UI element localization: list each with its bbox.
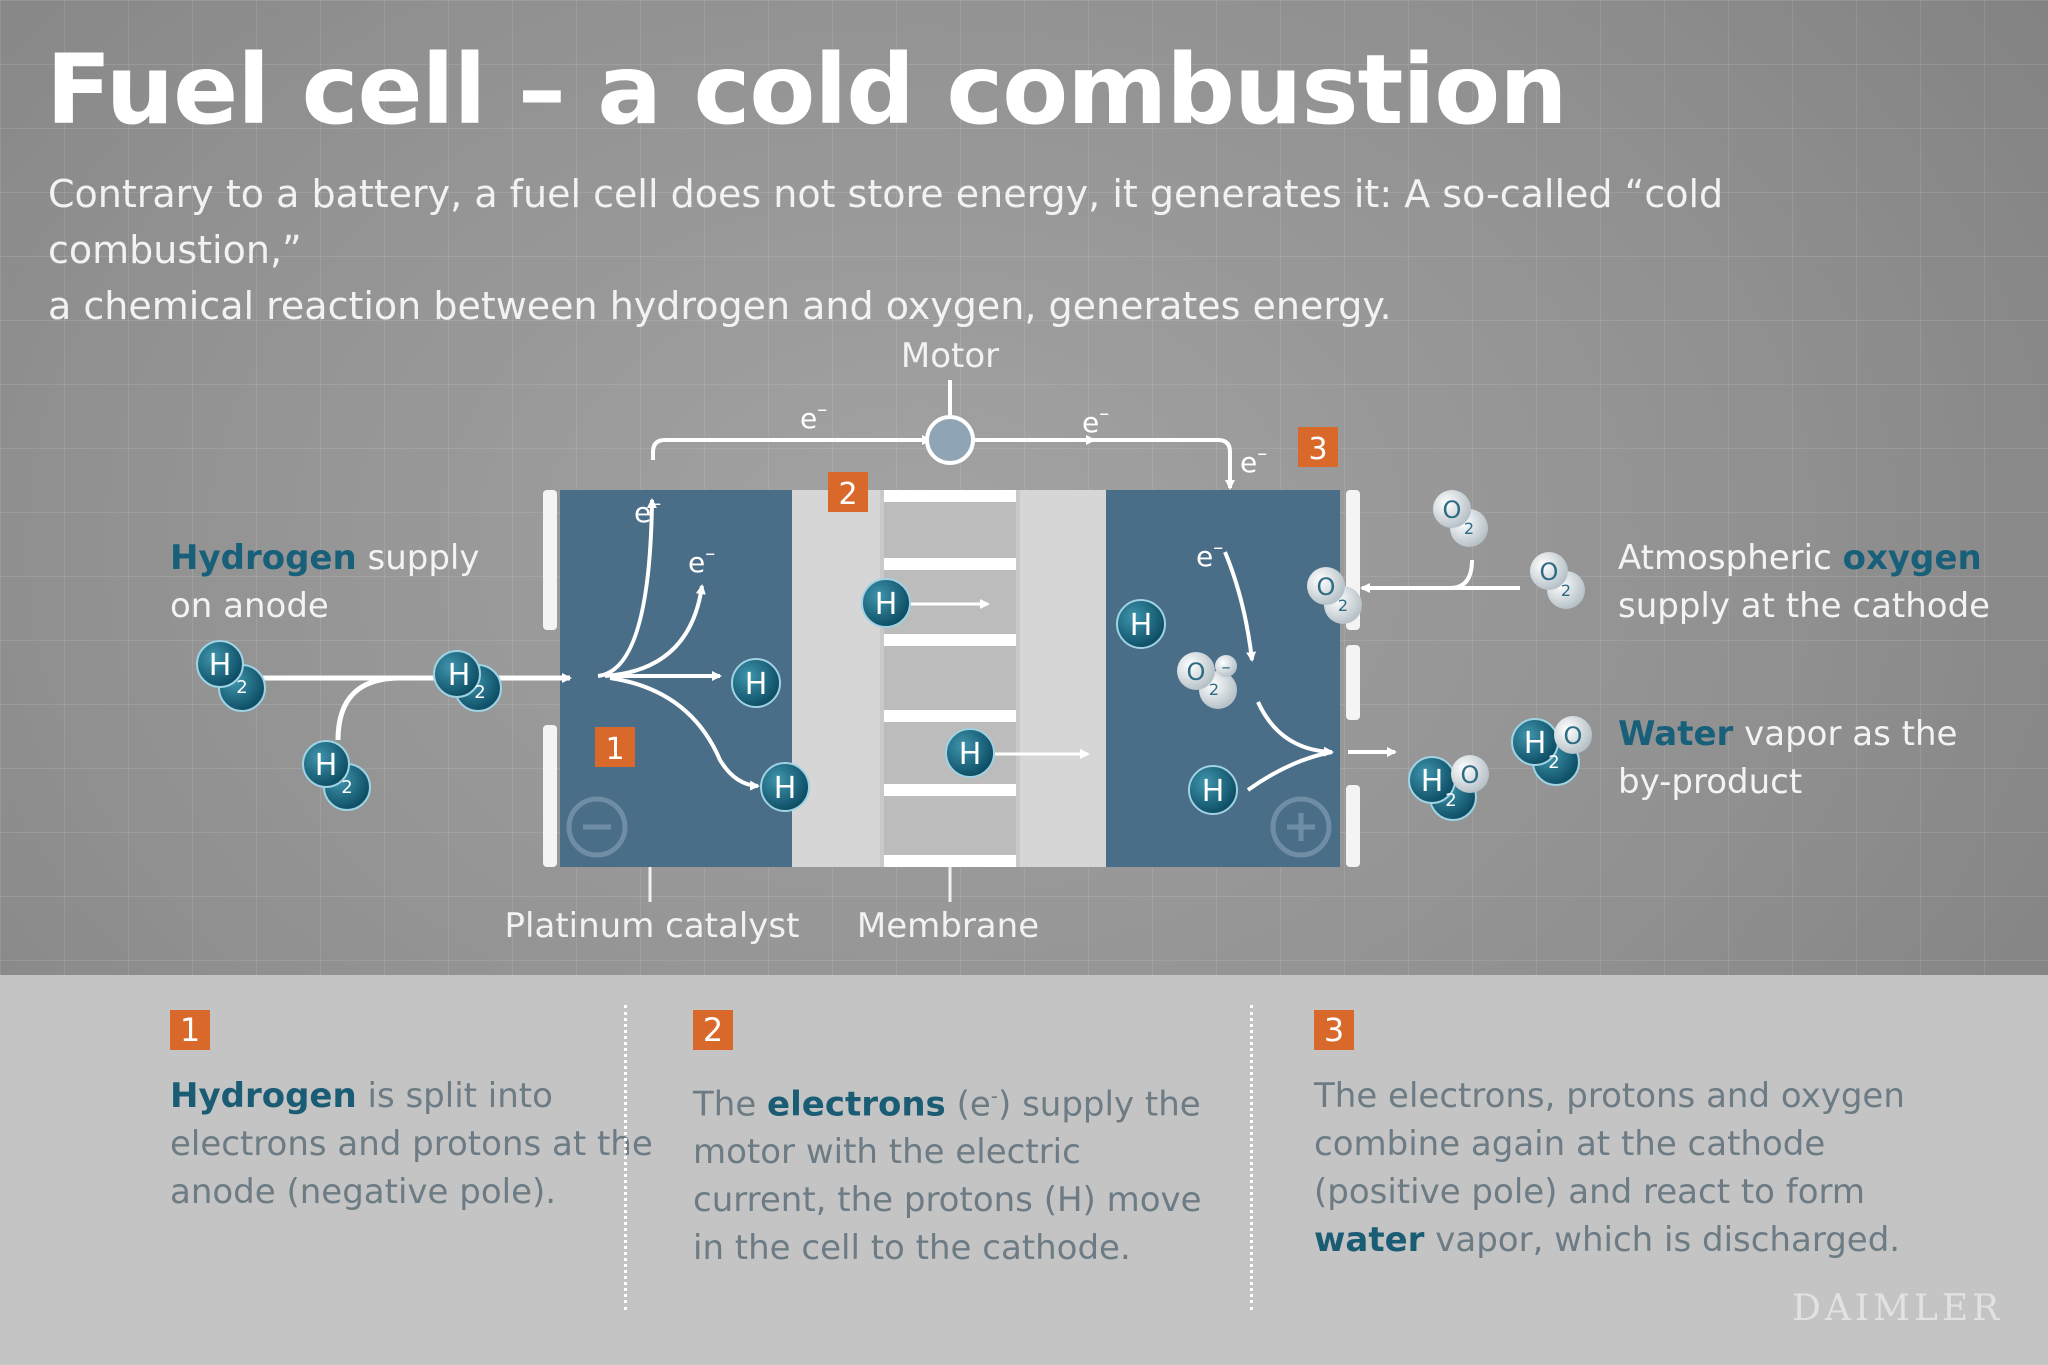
svg-text:2: 2 bbox=[474, 682, 485, 703]
proton: H bbox=[945, 728, 995, 778]
proton: H bbox=[1188, 765, 1238, 815]
svg-text:2: 2 bbox=[1548, 752, 1559, 773]
svg-text:H: H bbox=[1524, 726, 1547, 761]
svg-text:H: H bbox=[774, 771, 797, 806]
subtitle-line-2: a chemical reaction between hydrogen and… bbox=[48, 284, 1392, 328]
proton-flow-arrows bbox=[910, 599, 1090, 759]
page-title: Fuel cell – a cold combustion bbox=[46, 34, 1568, 146]
svg-text:O: O bbox=[1540, 558, 1559, 586]
membrane-rungs bbox=[880, 490, 1020, 867]
step-1-badge: 1 bbox=[170, 1010, 210, 1050]
svg-text:2: 2 bbox=[1561, 581, 1571, 600]
svg-text:–: – bbox=[1222, 657, 1231, 678]
step-marker-1: 1 bbox=[595, 727, 635, 767]
proton: H bbox=[861, 578, 911, 628]
negative-pole-icon bbox=[566, 796, 628, 858]
proton: H bbox=[1116, 599, 1166, 649]
svg-text:e–: e– bbox=[800, 397, 827, 435]
hydrogen-inlet-arrows bbox=[240, 673, 572, 741]
step-2-badge: 2 bbox=[693, 1010, 733, 1050]
step-3-text: The electrons, protons and oxygen combin… bbox=[1314, 1076, 1905, 1260]
svg-text:H: H bbox=[745, 667, 768, 702]
step-1-description: 1 Hydrogen is split into electrons and p… bbox=[170, 1010, 690, 1216]
h2o-molecule: H 2 O bbox=[1408, 755, 1489, 821]
o2-molecule: O 2 bbox=[1307, 567, 1362, 624]
svg-text:2: 2 bbox=[236, 677, 247, 698]
svg-text:3: 3 bbox=[1308, 432, 1327, 467]
positive-pole-icon bbox=[1270, 796, 1332, 858]
anode-bracket bbox=[543, 490, 557, 867]
fuel-cell-diagram: Motor e– e– e– e– e– e– 1 2 3 bbox=[196, 336, 1592, 946]
step-3-description: 3 The electrons, protons and oxygen comb… bbox=[1314, 1010, 1954, 1264]
cathode-arrows bbox=[1223, 551, 1520, 792]
step-2-description: 2 The electrons (e-) supply the motor wi… bbox=[693, 1010, 1213, 1272]
oxygen-ion: O 2 – bbox=[1177, 652, 1237, 709]
svg-text:1: 1 bbox=[605, 732, 624, 767]
proton: H bbox=[731, 658, 781, 708]
platinum-catalyst-layer-right bbox=[1020, 490, 1106, 867]
steps-panel bbox=[0, 975, 2048, 1365]
step-2-text: The electrons (e-) supply the motor with… bbox=[693, 1084, 1202, 1269]
cathode-bracket bbox=[1346, 490, 1360, 867]
svg-text:H: H bbox=[448, 658, 471, 693]
svg-text:H: H bbox=[1130, 608, 1153, 643]
platinum-catalyst-label: Platinum catalyst bbox=[505, 906, 800, 946]
svg-text:2: 2 bbox=[341, 777, 352, 798]
o2-molecule: O 2 bbox=[1433, 490, 1488, 547]
svg-text:O: O bbox=[1564, 722, 1583, 750]
platinum-catalyst-layer-left bbox=[792, 490, 880, 867]
svg-text:H: H bbox=[1202, 774, 1225, 809]
membrane-label: Membrane bbox=[857, 906, 1039, 946]
o2-molecule: O 2 bbox=[1530, 552, 1585, 609]
step-marker-2: 2 bbox=[828, 472, 868, 512]
svg-text:2: 2 bbox=[1445, 790, 1456, 811]
column-divider bbox=[1250, 1005, 1253, 1310]
label-leader-lines bbox=[648, 867, 952, 902]
subtitle: Contrary to a battery, a fuel cell does … bbox=[48, 166, 1948, 334]
daimler-logo: DAIMLER bbox=[1792, 1288, 2004, 1329]
membrane-layer bbox=[880, 490, 1020, 867]
svg-text:H: H bbox=[1421, 764, 1444, 799]
svg-text:e–: e– bbox=[1082, 401, 1109, 439]
water-vapor-label: Water vapor as the by-product bbox=[1618, 714, 1958, 802]
svg-text:e–: e– bbox=[1240, 441, 1267, 479]
h2o-molecule: H 2 O bbox=[1511, 716, 1592, 786]
svg-text:O: O bbox=[1443, 496, 1462, 524]
motor-label: Motor bbox=[901, 336, 999, 376]
motor-icon bbox=[925, 415, 975, 465]
svg-text:O: O bbox=[1187, 658, 1206, 686]
h2-molecule: H 2 bbox=[302, 740, 371, 811]
svg-text:2: 2 bbox=[1338, 596, 1348, 615]
svg-text:H: H bbox=[875, 587, 898, 622]
external-circuit bbox=[651, 380, 1235, 490]
h2-molecule: H 2 bbox=[433, 650, 502, 712]
svg-text:2: 2 bbox=[1209, 680, 1219, 699]
proton: H bbox=[760, 762, 810, 812]
step-marker-3: 3 bbox=[1298, 427, 1338, 467]
svg-text:2: 2 bbox=[838, 477, 857, 512]
column-divider bbox=[624, 1005, 627, 1310]
oxygen-supply-label: Atmospheric oxygen supply at the cathode bbox=[1618, 538, 1991, 626]
subtitle-line-1: Contrary to a battery, a fuel cell does … bbox=[48, 172, 1724, 272]
svg-text:e–: e– bbox=[1196, 535, 1223, 573]
step-1-text: Hydrogen is split into electrons and pro… bbox=[170, 1076, 653, 1212]
svg-text:H: H bbox=[959, 737, 982, 772]
svg-text:O: O bbox=[1317, 573, 1336, 601]
svg-text:e–: e– bbox=[688, 541, 715, 579]
hydrogen-supply-label: Hydrogen supply on anode bbox=[170, 538, 480, 626]
svg-text:H: H bbox=[315, 748, 338, 783]
step-3-badge: 3 bbox=[1314, 1010, 1354, 1050]
anode-split-arrows bbox=[597, 498, 760, 791]
svg-text:H: H bbox=[209, 648, 232, 683]
h2-molecule: H 2 bbox=[196, 640, 266, 712]
svg-text:O: O bbox=[1461, 761, 1480, 789]
svg-text:2: 2 bbox=[1464, 519, 1474, 538]
